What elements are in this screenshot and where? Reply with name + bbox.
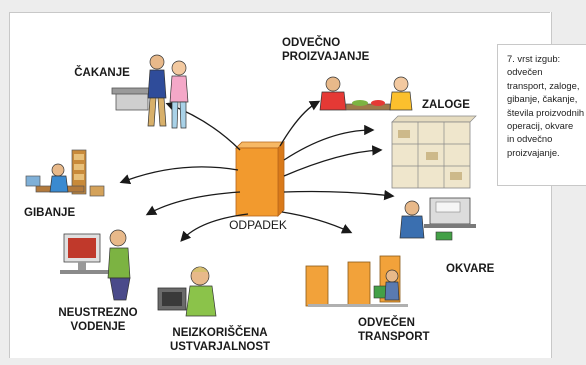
label-neustrezno-vodenje: NEUSTREZNO VODENJE [58,307,138,333]
proizvajanje-illustration [319,76,413,111]
neizkoriscena-illustration [157,266,217,317]
side-note-box: 7. vrst izgub: odvečen transport, zaloge… [497,44,586,186]
cakanje-illustration [111,54,189,129]
label-neizkoriscena-ustvarjalnost: NEIZKORIŠČENA USTVARJALNOST [169,327,271,353]
center-label: ODPADEK [229,218,287,232]
label-odvecen-transport: ODVEČEN TRANSPORT [358,317,430,343]
label-okvare: OKVARE [446,263,495,275]
arrow-zaloge [283,124,375,161]
zaloge-illustration [391,115,477,189]
waste-box [235,141,285,217]
arrow-okvare [283,189,395,201]
arrow-neizkoriscena [180,213,249,242]
arrow-transport [281,211,353,234]
frame-top-border [9,12,550,13]
arrow-zaloge2 [283,145,383,177]
arrow-gibanje [119,166,239,185]
neustrezno-vodenje-illustration [60,229,131,301]
transport-illustration [305,255,408,307]
label-gibanje: GIBANJE [24,207,76,219]
gibanje-illustration [25,149,105,197]
side-note-text: 7. vrst izgub: odvečen transport, zaloge… [507,53,585,158]
label-zaloge: ZALOGE [422,99,470,111]
arrow-proizvajanje [279,100,321,147]
label-odvecno-proizvajanje: ODVEČNO PROIZVAJANJE [282,37,370,63]
arrow-neustrezno-vodenje [145,191,241,216]
label-cakanje: ČAKANJE [74,67,130,79]
okvare-illustration [399,197,476,241]
arrow-cakanje [165,101,241,151]
